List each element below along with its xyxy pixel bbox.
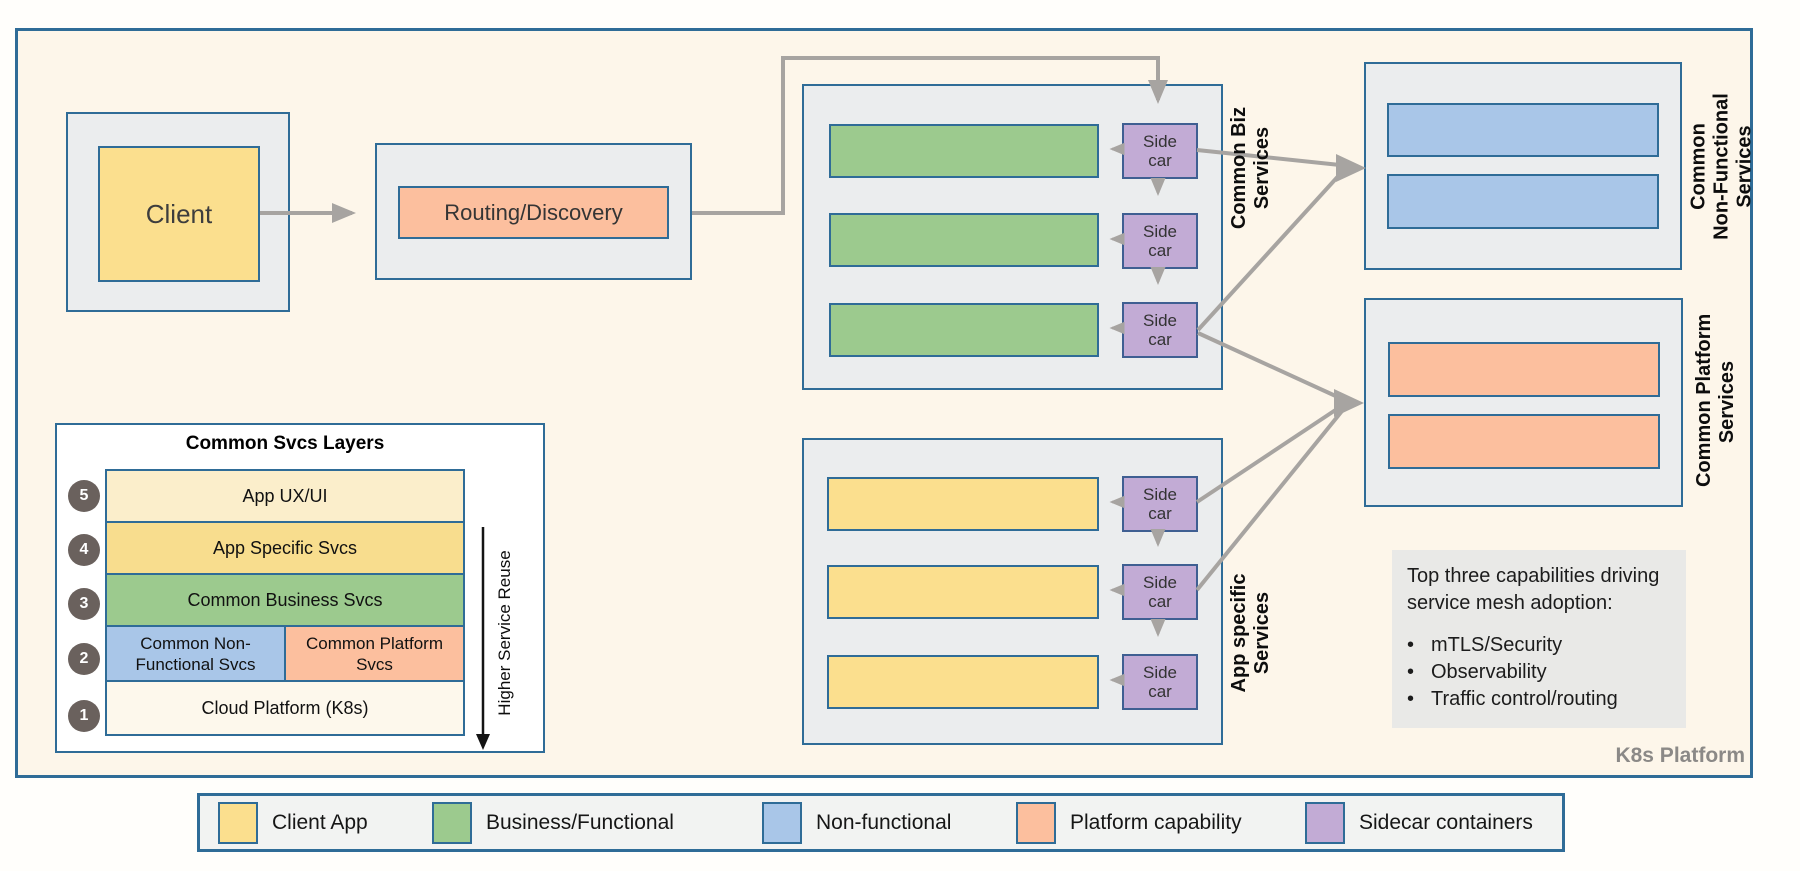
sidecar-label: Side — [1142, 573, 1178, 592]
layer-row-split: Common Non-Functional Svcs Common Platfo… — [105, 625, 465, 682]
sidecar-box: Side car — [1122, 564, 1198, 620]
bullet-icon: • — [1407, 688, 1415, 710]
capabilities-list: • mTLS/Security • Observability • Traffi… — [1407, 632, 1671, 713]
business-service-box — [829, 303, 1099, 357]
nonfunctional-service-box — [1387, 174, 1659, 229]
layer-row-app-uxui: App UX/UI — [105, 469, 465, 523]
business-service-box — [829, 213, 1099, 267]
sidecar-box: Side car — [1122, 213, 1198, 269]
bullet-icon: • — [1407, 661, 1415, 683]
capability-item: • Traffic control/routing — [1407, 686, 1671, 713]
sidecar-label: car — [1148, 592, 1172, 611]
client-app-service-box — [827, 565, 1099, 619]
legend-label: Non-functional — [816, 810, 952, 834]
app-specific-services-group: Side car Side car Side car — [802, 438, 1223, 745]
legend-item: Platform capability — [1016, 796, 1242, 849]
layer-number-badge: 2 — [68, 643, 100, 675]
legend-swatch-nonfunctional — [762, 801, 802, 844]
sidecar-box: Side car — [1122, 123, 1198, 179]
layer-number-badge: 4 — [68, 534, 100, 566]
client-app-service-box — [827, 655, 1099, 709]
legend-swatch-client-app — [218, 801, 258, 844]
nonfunctional-service-box — [1387, 103, 1659, 157]
layer-number-badge: 5 — [68, 480, 100, 512]
legend-swatch-business — [432, 801, 472, 844]
sidecar-label: Side — [1142, 663, 1178, 682]
common-biz-services-label: Common Biz Services — [1228, 106, 1273, 230]
capability-item: • mTLS/Security — [1407, 632, 1671, 659]
layer-number-badge: 1 — [68, 700, 100, 732]
common-svcs-layers-panel: Common Svcs Layers App UX/UI App Specifi… — [55, 423, 545, 753]
layer-row-app-specific: App Specific Svcs — [105, 521, 465, 575]
legend-label: Sidecar containers — [1359, 810, 1533, 834]
app-specific-services-label: App specific Services — [1228, 573, 1273, 693]
legend-label: Platform capability — [1070, 810, 1242, 834]
sidecar-box: Side car — [1122, 654, 1198, 710]
legend-item: Business/Functional — [432, 796, 674, 849]
layer-row-common-business: Common Business Svcs — [105, 573, 465, 627]
k8s-platform-tag: K8s Platform — [1615, 744, 1745, 767]
sidecar-box: Side car — [1122, 302, 1198, 358]
common-nonfunctional-services-label: Common Non-Functional Services — [1687, 93, 1756, 240]
layers-panel-title: Common Svcs Layers — [185, 433, 385, 454]
layer-common-nonfunctional: Common Non-Functional Svcs — [107, 627, 284, 680]
sidecar-label: car — [1148, 241, 1172, 260]
sidecar-label: Side — [1142, 132, 1178, 151]
common-nonfunctional-services-group — [1364, 62, 1682, 270]
platform-service-box — [1388, 414, 1660, 469]
bullet-icon: • — [1407, 634, 1415, 656]
layer-stack: App UX/UI App Specific Svcs Common Busin… — [105, 469, 465, 736]
client-container: Client — [66, 112, 290, 312]
common-biz-services-group: Side car Side car Side car — [802, 84, 1223, 390]
common-platform-services-group — [1364, 298, 1683, 507]
legend-swatch-sidecar — [1305, 801, 1345, 844]
legend-label: Business/Functional — [486, 810, 674, 834]
sidecar-label: Side — [1142, 222, 1178, 241]
layer-row-cloud-platform: Cloud Platform (K8s) — [105, 680, 465, 736]
sidecar-box: Side car — [1122, 476, 1198, 532]
sidecar-label: car — [1148, 504, 1172, 523]
capabilities-box: Top three capabilities driving service m… — [1392, 550, 1686, 728]
legend-label: Client App — [272, 810, 368, 834]
capability-item: • Observability — [1407, 659, 1671, 686]
legend: Client App Business/Functional Non-funct… — [197, 793, 1565, 852]
capabilities-heading: Top three capabilities driving service m… — [1407, 565, 1660, 614]
legend-item: Non-functional — [762, 796, 951, 849]
client-box: Client — [98, 146, 260, 282]
legend-item: Sidecar containers — [1305, 796, 1533, 849]
legend-swatch-platform — [1016, 801, 1056, 844]
sidecar-label: Side — [1142, 311, 1178, 330]
routing-discovery-container: Routing/Discovery — [375, 143, 692, 280]
sidecar-label: car — [1148, 682, 1172, 701]
sidecar-label: Side — [1142, 485, 1178, 504]
platform-service-box — [1388, 342, 1660, 397]
common-platform-services-label: Common Platform Services — [1693, 313, 1738, 487]
legend-item: Client App — [218, 796, 368, 849]
routing-discovery-box: Routing/Discovery — [398, 186, 669, 239]
higher-service-reuse-label: Higher Service Reuse — [495, 550, 514, 716]
business-service-box — [829, 124, 1099, 178]
sidecar-label: car — [1148, 151, 1172, 170]
sidecar-label: car — [1148, 330, 1172, 349]
layer-number-badge: 3 — [68, 588, 100, 620]
client-app-service-box — [827, 477, 1099, 531]
layer-common-platform: Common Platform Svcs — [284, 627, 463, 680]
